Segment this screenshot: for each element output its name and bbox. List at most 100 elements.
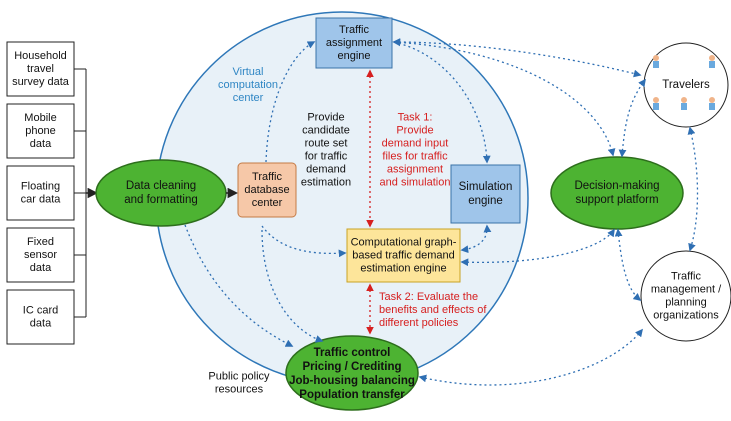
source-label-line: survey data (12, 76, 70, 88)
connector-cleaning-to-policy (184, 224, 294, 347)
connector-decision-travelers (618, 78, 646, 158)
virtual-center-label-line: computation (218, 79, 278, 91)
source-box-household (6, 41, 75, 97)
computational-engine-box (346, 228, 461, 283)
source-box-floating (6, 165, 75, 221)
traveler-person-icon (709, 55, 715, 68)
traveler-person-icon (709, 97, 715, 110)
connector-database-to-assignment (265, 41, 316, 163)
source-label-line: data (30, 138, 52, 150)
policy-node (285, 335, 419, 411)
task1-label-line: demand input (382, 138, 449, 150)
source-label-line: Floating (21, 181, 60, 193)
source-label-line: sensor (24, 249, 57, 261)
data-cleaning-label: Data cleaning and formatting (124, 180, 198, 206)
travelers-label: Travelers (662, 79, 710, 91)
source-label-line: travel (27, 63, 54, 75)
computational-label-line: estimation engine (360, 263, 446, 275)
decision-making-node (550, 156, 684, 230)
task1-label-line: files for traffic (382, 151, 448, 163)
traffic-database-label-line: Traffic (252, 171, 282, 183)
simulation-label-line: engine (468, 195, 503, 207)
connector-assignment-to-travelers (392, 38, 642, 78)
connector-database-to-computational (261, 225, 347, 258)
connector-computational-to-decision (460, 228, 615, 267)
source-label-line: Fixed (27, 236, 54, 248)
task2-label-line: different policies (379, 317, 459, 329)
source-box-fixed (6, 227, 75, 283)
data-sources (6, 41, 75, 345)
computational-label-line: based traffic demand (352, 250, 455, 262)
policy-label-line: Pricing / Crediting (302, 361, 401, 373)
connector-database-to-policy (261, 229, 324, 343)
traveler-person-icon (653, 97, 659, 110)
traffic-assignment-label-line: Traffic (339, 24, 369, 36)
simulation-engine-box (450, 164, 521, 224)
candidate-note-label-line: Provide (307, 112, 344, 124)
data-cleaning-node (95, 159, 227, 227)
task1-label-line: assignment (387, 164, 443, 176)
public-policy-label-line: resources (215, 384, 264, 396)
decision-label: Decision-making support platform (574, 180, 659, 206)
organizations-label-line: planning (665, 297, 707, 309)
blue-dotted-connectors (184, 38, 699, 386)
computational-label-line: Computational graph- (351, 237, 457, 249)
connector-decision-organizations (614, 228, 642, 301)
data-cleaning-label-line: and formatting (124, 194, 198, 206)
traffic-assignment-label-line: engine (337, 50, 370, 62)
connector-policy-organizations (418, 328, 643, 386)
candidate-note-label-line: estimation (301, 177, 351, 189)
public-policy-label-line: Public policy (208, 371, 270, 383)
computational-label: Computational graph-based traffic demand… (351, 237, 457, 275)
policy-label-line: Traffic control (314, 347, 391, 359)
traffic-database-label-line: center (252, 197, 283, 209)
policy-label-line: Job-housing balancing (289, 375, 415, 387)
source-label-line: data (30, 262, 52, 274)
source-label-line: IC card (23, 305, 58, 317)
decision-label-line: support platform (575, 194, 658, 206)
traveler-person-icon (681, 97, 687, 110)
task1-label-line: Provide (396, 125, 433, 137)
source-label-line: Household (14, 50, 67, 62)
connector-travelers-organizations (687, 126, 699, 252)
data-cleaning-label-line: Data cleaning (126, 180, 196, 192)
traffic-database-box (237, 162, 297, 218)
traffic-assignment-label-line: assignment (326, 37, 382, 49)
virtual-center-label-line: center (233, 92, 264, 104)
task2-label-line: benefits and effects of (379, 304, 487, 316)
source-bracket (74, 68, 87, 318)
source-label-line: data (30, 318, 52, 330)
decision-label-line: Decision-making (574, 180, 659, 192)
virtual-center-label-line: Virtual (233, 66, 264, 78)
source-label-line: car data (21, 194, 62, 206)
task1-label-line: Task 1: (398, 112, 433, 124)
organizations-label-line: management / (651, 284, 722, 296)
organizations-label-line: Traffic (671, 271, 701, 283)
task1-label-line: and simulation (380, 177, 451, 189)
traveler-person-icon (653, 55, 659, 68)
candidate-note-label-line: candidate (302, 125, 350, 137)
simulation-label: Simulation engine (459, 181, 513, 207)
policy-label-line: Population transfer (299, 389, 405, 401)
source-label-line: phone (25, 125, 56, 137)
organizations-label-line: organizations (653, 310, 719, 322)
candidate-note-label-line: demand (306, 164, 346, 176)
traffic-assignment-box (315, 17, 393, 69)
simulation-label-line: Simulation (459, 181, 513, 193)
task2-label-line: Task 2: Evaluate the (379, 291, 478, 303)
source-box-ic-card (6, 289, 75, 345)
